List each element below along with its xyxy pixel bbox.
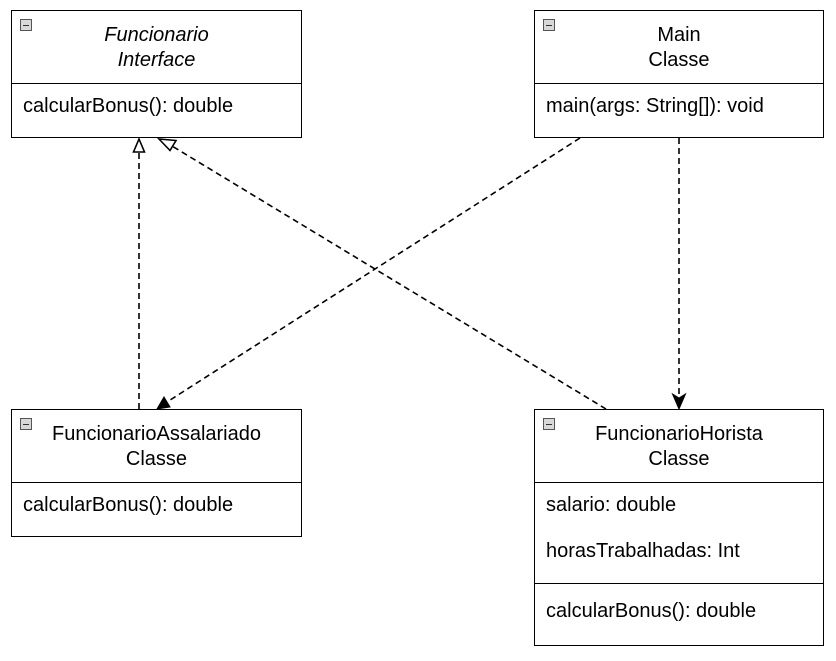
class-header: FuncionarioAssalariado Classe — [12, 410, 301, 483]
collapse-icon[interactable] — [543, 19, 555, 31]
method[interactable]: calcularBonus(): double — [546, 600, 757, 622]
methods-section: calcularBonus(): double — [535, 584, 823, 623]
attribute[interactable]: salario: double — [546, 494, 677, 516]
class-funcionario-assalariado[interactable]: FuncionarioAssalariado Classe calcularBo… — [11, 409, 302, 537]
filled-arrowhead — [156, 396, 171, 410]
edge-horista-realizes-funcionario[interactable] — [156, 138, 607, 410]
edge-main-uses-assalariado[interactable] — [156, 137, 581, 410]
class-stereotype: Classe — [648, 49, 710, 71]
method[interactable]: main(args: String[]): void — [546, 95, 764, 117]
collapse-icon[interactable] — [543, 418, 555, 430]
class-funcionario[interactable]: Funcionario Interface calcularBonus(): d… — [11, 10, 302, 138]
dependency-line — [166, 137, 581, 403]
edge-main-uses-horista[interactable] — [671, 138, 687, 411]
class-stereotype: Interface — [117, 49, 196, 71]
class-header: FuncionarioHorista Classe — [535, 410, 823, 483]
methods-section: calcularBonus(): double — [12, 483, 301, 517]
method[interactable]: calcularBonus(): double — [23, 95, 234, 117]
edge-assalariado-realizes-funcionario[interactable] — [132, 136, 146, 409]
hollow-triangle-arrowhead — [132, 136, 146, 153]
hollow-triangle-arrowhead — [156, 138, 178, 152]
methods-section: calcularBonus(): double — [12, 84, 301, 118]
methods-section: main(args: String[]): void — [535, 84, 823, 118]
filled-arrowhead — [671, 392, 687, 411]
attributes-section: salario: double horasTrabalhadas: Int — [535, 483, 823, 584]
class-header: Main Classe — [535, 11, 823, 84]
class-name: Main — [657, 24, 701, 46]
class-name: FuncionarioHorista — [595, 423, 763, 445]
collapse-icon[interactable] — [20, 418, 32, 430]
class-header: Funcionario Interface — [12, 11, 301, 84]
class-main[interactable]: Main Classe main(args: String[]): void — [534, 10, 824, 138]
class-name: FuncionarioAssalariado — [51, 423, 261, 445]
attribute[interactable]: horasTrabalhadas: Int — [546, 540, 740, 562]
method[interactable]: calcularBonus(): double — [23, 494, 234, 516]
class-funcionario-horista[interactable]: FuncionarioHorista Classe salario: doubl… — [534, 409, 824, 646]
class-stereotype: Classe — [648, 448, 710, 470]
realization-line — [171, 145, 607, 410]
class-name: Funcionario — [104, 24, 209, 46]
collapse-icon[interactable] — [20, 19, 32, 31]
class-stereotype: Classe — [125, 448, 188, 470]
